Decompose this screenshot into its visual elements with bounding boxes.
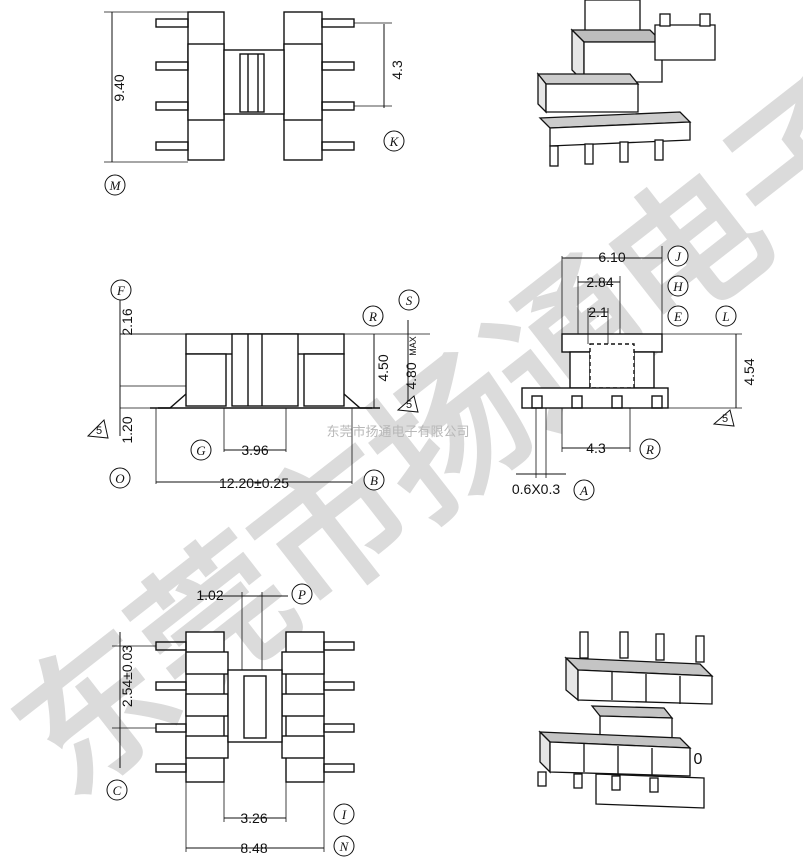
svg-text:N: N	[339, 839, 350, 854]
label-H: H	[667, 275, 689, 297]
svg-text:J: J	[675, 249, 682, 264]
svg-text:5: 5	[722, 413, 728, 425]
dim-12-20: 12.20±0.25	[219, 475, 289, 491]
label-P: P	[291, 583, 313, 605]
dim-4-80: 4.80	[403, 362, 419, 389]
dim-4-54: 4.54	[741, 358, 757, 385]
dim-4-3-side: 4.3	[586, 440, 606, 456]
svg-text:5: 5	[406, 399, 412, 411]
dim-9-40: 9.40	[111, 74, 127, 101]
dim-2-54: 2.54±0.03	[119, 645, 135, 707]
dim-4-50: 4.50	[375, 354, 391, 381]
svg-text:L: L	[721, 309, 729, 324]
watermark-company: 东莞市扬通电子有限公司	[326, 424, 469, 440]
stray-digit: 0	[694, 751, 703, 768]
dim-1-02: 1.02	[196, 587, 223, 603]
svg-text:B: B	[370, 473, 378, 488]
label-O: O	[109, 467, 131, 489]
svg-text:E: E	[673, 309, 682, 324]
dim-4-3-top: 4.3	[389, 60, 405, 80]
dim-3-26: 3.26	[240, 810, 267, 826]
dim-0-6x0-3: 0.6X0.3	[512, 481, 560, 497]
svg-text:A: A	[579, 483, 588, 498]
label-E: E	[667, 305, 689, 327]
triangle-5-left: 5	[86, 419, 109, 439]
triangle-5-mid: 5	[396, 395, 419, 413]
front-view	[119, 300, 430, 484]
label-S: S	[398, 289, 420, 311]
svg-text:I: I	[341, 807, 347, 822]
dim-6-10: 6.10	[598, 249, 625, 265]
svg-text:C: C	[113, 783, 122, 798]
label-L: L	[715, 305, 737, 327]
label-N: N	[333, 835, 355, 857]
svg-text:R: R	[645, 442, 654, 457]
bottom-view	[112, 592, 355, 852]
dim-1-20: 1.20	[119, 416, 135, 443]
svg-text:K: K	[389, 134, 400, 149]
label-J: J	[667, 245, 689, 267]
dim-max: MAX	[408, 336, 418, 356]
label-F: F	[110, 279, 132, 301]
svg-text:M: M	[109, 178, 122, 193]
dim-2-1: 2.1	[588, 304, 608, 320]
svg-text:O: O	[115, 471, 125, 486]
svg-text:S: S	[406, 293, 413, 308]
label-B: B	[363, 469, 385, 491]
label-G: G	[190, 439, 212, 461]
label-C: C	[106, 779, 128, 801]
iso-view-top	[536, 0, 716, 167]
dim-2-16: 2.16	[119, 308, 135, 335]
label-R-side: R	[639, 438, 661, 460]
iso-view-bottom	[537, 631, 714, 809]
dim-8-48: 8.48	[240, 840, 267, 856]
svg-text:F: F	[116, 283, 126, 298]
label-I: I	[333, 803, 355, 825]
svg-text:R: R	[368, 309, 377, 324]
label-R-front: R	[362, 305, 384, 327]
label-K: K	[383, 130, 405, 152]
svg-text:5: 5	[96, 425, 102, 437]
label-A: A	[573, 479, 595, 501]
dim-2-84: 2.84	[586, 274, 613, 290]
top-view	[104, 11, 392, 163]
label-M: M	[104, 174, 126, 196]
svg-text:G: G	[196, 443, 206, 458]
side-view	[516, 246, 742, 478]
svg-text:H: H	[672, 279, 683, 294]
svg-text:P: P	[297, 587, 306, 602]
dim-3-96: 3.96	[241, 442, 268, 458]
triangle-5-right: 5	[712, 409, 735, 427]
